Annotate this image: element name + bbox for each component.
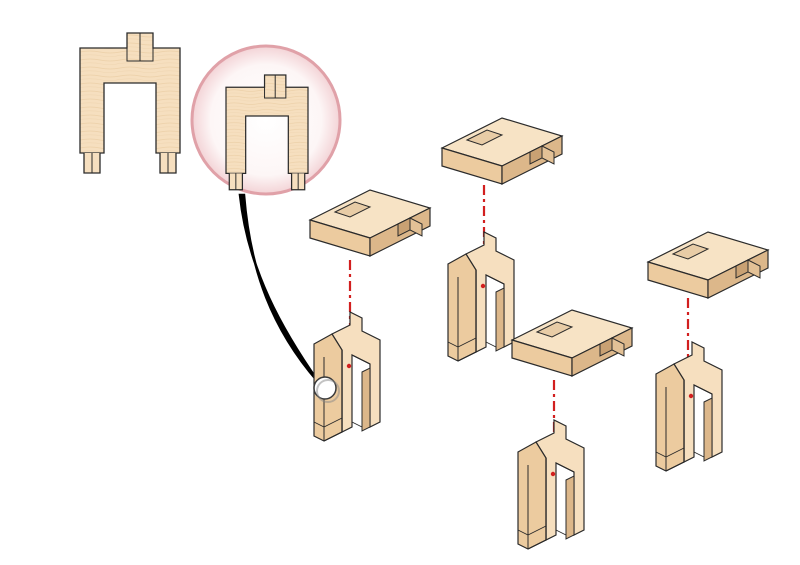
assembly-3 xyxy=(511,309,633,550)
assembly-2 xyxy=(441,117,563,362)
assembly-4 xyxy=(647,231,769,472)
assembly-1-seat xyxy=(309,189,431,257)
callout-leader-line xyxy=(238,193,322,385)
assembly-3-seat xyxy=(511,309,633,377)
flat-leg-frame xyxy=(79,32,181,174)
assembly-1 xyxy=(309,189,431,442)
assembly-2-leg xyxy=(447,231,515,362)
assembly-4-seat xyxy=(647,231,769,299)
assembly-3-leg xyxy=(517,419,585,550)
assembly-2-seat xyxy=(441,117,563,185)
assembly-4-leg xyxy=(655,341,723,472)
pin-marker xyxy=(313,376,340,403)
callout-magnifier xyxy=(190,44,342,196)
